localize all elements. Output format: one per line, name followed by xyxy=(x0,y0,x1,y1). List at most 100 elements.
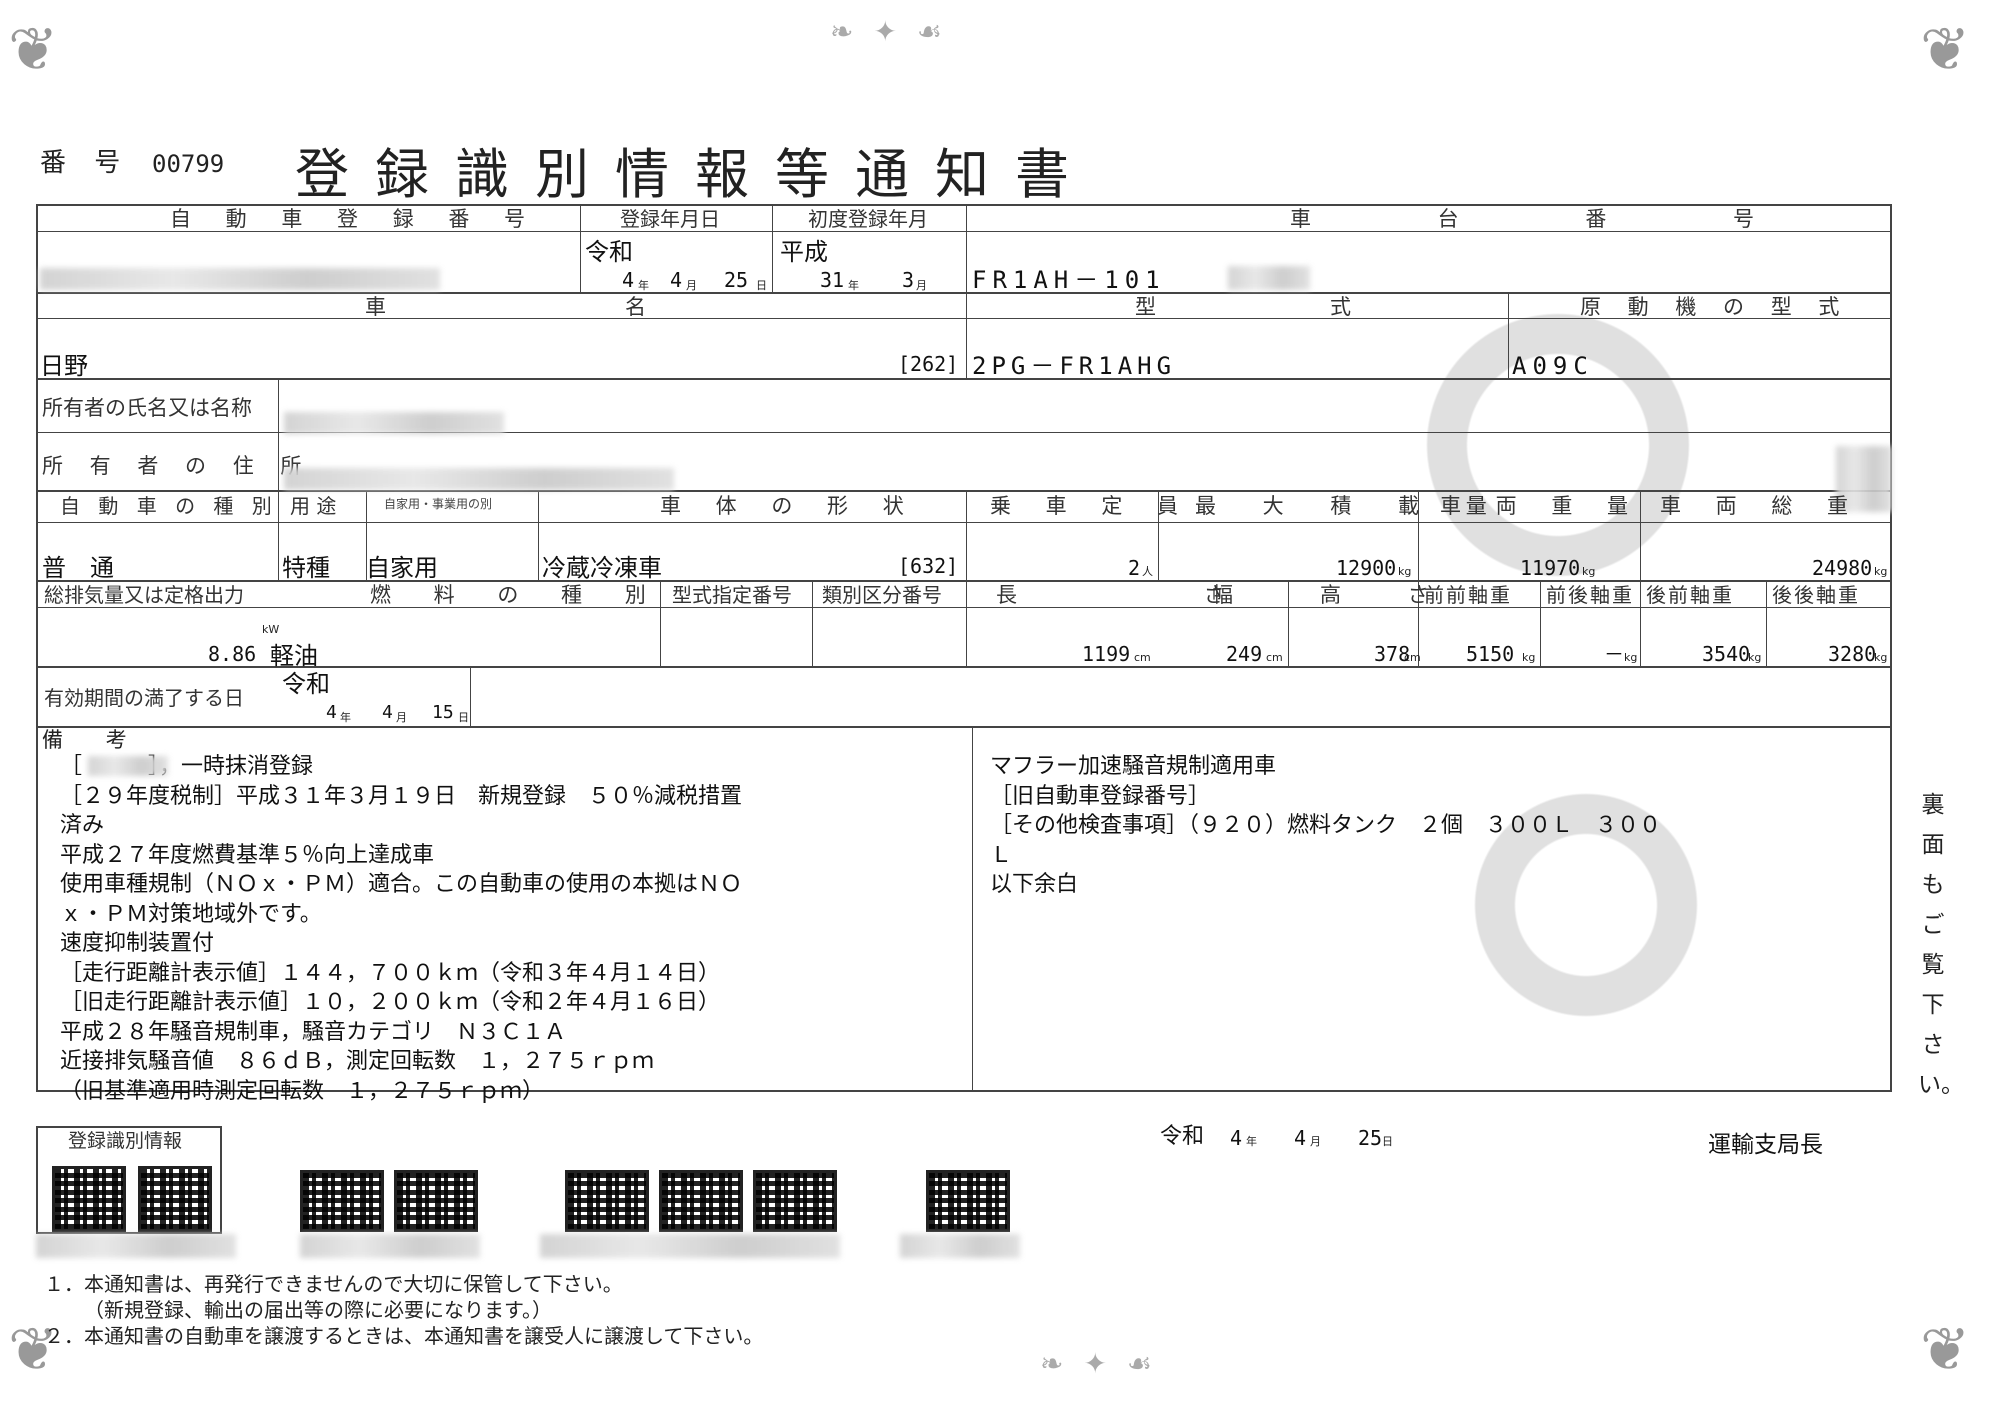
v-line xyxy=(470,666,471,726)
private-value: 自家用 xyxy=(366,554,438,582)
v-line xyxy=(1640,490,1641,666)
capacity-unit: 人 xyxy=(1142,565,1153,578)
reg-year: 4 xyxy=(622,268,635,292)
expiry-month-unit: 月 xyxy=(396,711,407,724)
redacted-qr-caption xyxy=(36,1234,236,1258)
h-line xyxy=(36,607,1892,608)
vehicle-weight-label: 車 両 重 量 xyxy=(1440,494,1643,518)
chassis-number: FR1AH－101 xyxy=(972,266,1166,294)
remark-line: 近接排気騒音値 ８６ｄＢ，測定回転数 １，２７５ｒｐｍ xyxy=(60,1049,655,1074)
h-line xyxy=(36,432,1892,433)
top-ornament: ❧✦☙ xyxy=(830,15,963,48)
remark-line: ｘ・ＰＭ対策地域外です。 xyxy=(60,901,322,927)
rear-front-axle-value: 3540 xyxy=(1702,642,1751,666)
model-value: 2PG－FR1AHG xyxy=(972,352,1177,380)
redacted-remark-date xyxy=(88,756,168,776)
h-line xyxy=(36,231,1892,232)
v-line xyxy=(580,204,581,292)
v-line xyxy=(538,490,539,580)
vehicle-weight-value: 11970 xyxy=(1520,556,1581,580)
v-line xyxy=(1418,490,1419,666)
v-line xyxy=(772,204,773,292)
issue-month-unit: 月 xyxy=(1310,1135,1321,1148)
width-value: 249 xyxy=(1226,642,1263,666)
type-approval-label: 型式指定番号 xyxy=(672,583,792,607)
name-label: 名 xyxy=(625,295,660,319)
redacted-qr-caption xyxy=(540,1234,840,1258)
remark-line: 平成２７年度燃費基準５％向上達成車 xyxy=(60,842,435,868)
redacted-chassis-suffix xyxy=(1228,266,1310,290)
corner-ornament-top-right: ❦ xyxy=(1920,15,1971,85)
h-line xyxy=(36,318,1892,319)
front-rear-axle-unit: kg xyxy=(1624,651,1638,664)
remark-line: ［旧自動車登録番号］ xyxy=(990,783,1211,809)
redacted-reg-number xyxy=(40,268,440,290)
displacement-unit: kW xyxy=(262,623,280,636)
remark-line: ［走行距離計表示値］１４４，７００ｋｍ（令和３年４月１４日） xyxy=(60,960,721,986)
qr-info-box xyxy=(36,1126,222,1234)
issue-year-unit: 年 xyxy=(1246,1135,1257,1148)
footer-note-1: １．本通知書は、再発行できませんので大切に保管して下さい。 xyxy=(44,1272,623,1296)
v-line xyxy=(366,490,367,580)
issue-day: 25 xyxy=(1358,1126,1383,1150)
expiry-day: 15 xyxy=(432,702,454,723)
rear-rear-axle-unit: kg xyxy=(1874,651,1888,664)
h-line xyxy=(36,378,1892,380)
use-label: 用 途 xyxy=(290,494,337,518)
h-line xyxy=(36,666,1892,668)
reg-day: 25 xyxy=(724,268,749,292)
front-front-axle-value: 5150 xyxy=(1466,642,1515,666)
body-shape-code: [632] xyxy=(898,554,959,578)
reg-era: 令和 xyxy=(585,238,633,266)
height-unit: cm xyxy=(1404,651,1421,664)
car-name-code: [262] xyxy=(898,352,959,376)
first-reg-year: 31 xyxy=(820,268,845,292)
remarks-right: マフラー加速騒音規制適用車 ［旧自動車登録番号］ ［その他検査事項］（９２０）燃… xyxy=(990,752,1880,900)
first-reg-year-unit: 年 xyxy=(848,279,859,292)
rear-front-axle-label: 後前軸重 xyxy=(1646,583,1734,607)
reg-month-unit: 月 xyxy=(686,279,697,292)
qr-code xyxy=(300,1170,384,1232)
height-value: 378 xyxy=(1374,642,1411,666)
expiry-era: 令和 xyxy=(282,670,330,698)
footer-note-1b: （新規登録、輸出の届出等の際に必要になります。） xyxy=(84,1298,552,1322)
capacity-label: 乗 車 定 員 xyxy=(990,494,1193,518)
h-line xyxy=(36,522,1892,523)
qr-code xyxy=(138,1166,212,1232)
qr-code xyxy=(753,1170,837,1232)
bottom-ornament: ❧✦☙ xyxy=(1040,1347,1173,1380)
first-reg-label: 初度登録年月 xyxy=(808,207,928,231)
model-label-1: 型 xyxy=(1135,295,1170,319)
first-reg-month: 3 xyxy=(902,268,915,292)
front-rear-axle-value: － xyxy=(1604,642,1624,666)
corner-ornament-bottom-left: ❦ xyxy=(8,1315,59,1385)
main-table-frame xyxy=(36,204,1892,1092)
remark-line: 平成２８年騒音規制車，騒音カテゴリ Ｎ３Ｃ１Ａ xyxy=(60,1019,567,1045)
number-label: 番 号 xyxy=(40,148,131,178)
reg-month: 4 xyxy=(670,268,683,292)
chassis-label: 車 台 番 号 xyxy=(1290,207,1815,231)
max-load-label: 最 大 積 載 量 xyxy=(1195,494,1507,518)
remark-line: ［２９年度税制］平成３１年３月１９日 新規登録 ５０％減税措置 xyxy=(60,783,743,809)
gross-weight-value: 24980 xyxy=(1812,556,1873,580)
issue-day-unit: 日 xyxy=(1382,1135,1393,1148)
expiry-year: 4 xyxy=(326,702,337,723)
number-value: 00799 xyxy=(152,150,225,178)
remark-line: ［旧走行距離計表示値］１０，２００ｋｍ（令和２年４月１６日） xyxy=(60,990,721,1015)
v-line xyxy=(660,580,661,666)
redacted-qr-caption xyxy=(300,1234,480,1258)
reg-day-unit: 日 xyxy=(756,279,767,292)
footer-note-2: ２．本通知書の自動車を譲渡するときは、本通知書を譲受人に譲渡して下さい。 xyxy=(44,1324,764,1348)
qr-code xyxy=(659,1170,743,1232)
redacted-qr-caption xyxy=(900,1234,1020,1258)
expiry-day-unit: 日 xyxy=(458,711,469,724)
capacity-value: 2 xyxy=(1128,556,1141,580)
v-line xyxy=(1540,580,1541,666)
qr-code xyxy=(926,1170,1010,1232)
expiry-label: 有効期間の満了する日 xyxy=(44,686,244,710)
front-front-axle-unit: kg xyxy=(1522,651,1536,664)
vehicle-weight-unit: kg xyxy=(1582,565,1596,578)
issue-era: 令和 xyxy=(1160,1124,1205,1149)
remark-line: 速度抑制装置付 xyxy=(60,931,215,956)
remark-line: マフラー加速騒音規制適用車 xyxy=(990,754,1277,779)
